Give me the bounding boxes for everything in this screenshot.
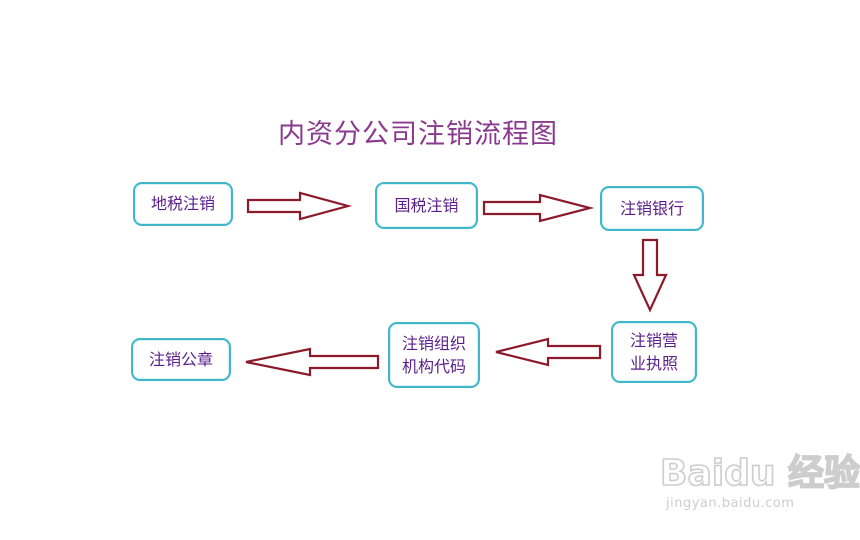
arrow-n5-n6 <box>245 347 380 377</box>
arrow-n4-n5 <box>495 337 602 367</box>
node-label: 地税注销 <box>150 194 215 214</box>
baidu-jingyan-watermark: Baidu 经验 jingyan.baidu.com <box>659 444 860 524</box>
node-label: 注销银行 <box>619 198 684 218</box>
node-company-seal-cancellation: 注销公章 <box>131 338 231 381</box>
watermark-url: jingyan.baidu.com <box>666 496 795 511</box>
node-label-line-1: 注销组织 <box>401 333 466 353</box>
node-label: 国税注销 <box>394 195 459 215</box>
arrow-n1-n2 <box>246 191 353 221</box>
node-label: 注销公章 <box>148 349 213 369</box>
node-bank-account-closure: 注销银行 <box>600 186 704 231</box>
node-label-line-2: 业执照 <box>629 354 678 373</box>
node-label-line-1: 注销营 <box>629 330 678 350</box>
arrow-n2-n3 <box>482 193 595 223</box>
node-organization-code-cancellation: 注销组织 机构代码 <box>388 322 480 388</box>
arrow-n3-n4 <box>632 238 668 313</box>
node-local-tax-deregistration: 地税注销 <box>133 182 233 226</box>
node-national-tax-deregistration: 国税注销 <box>375 182 478 229</box>
node-business-license-cancellation: 注销营 业执照 <box>611 321 697 383</box>
diagram-title: 内资分公司注销流程图 <box>278 119 558 150</box>
baidu-logo: Baidu 经验 <box>659 452 860 495</box>
node-label-line-2: 机构代码 <box>401 357 466 376</box>
